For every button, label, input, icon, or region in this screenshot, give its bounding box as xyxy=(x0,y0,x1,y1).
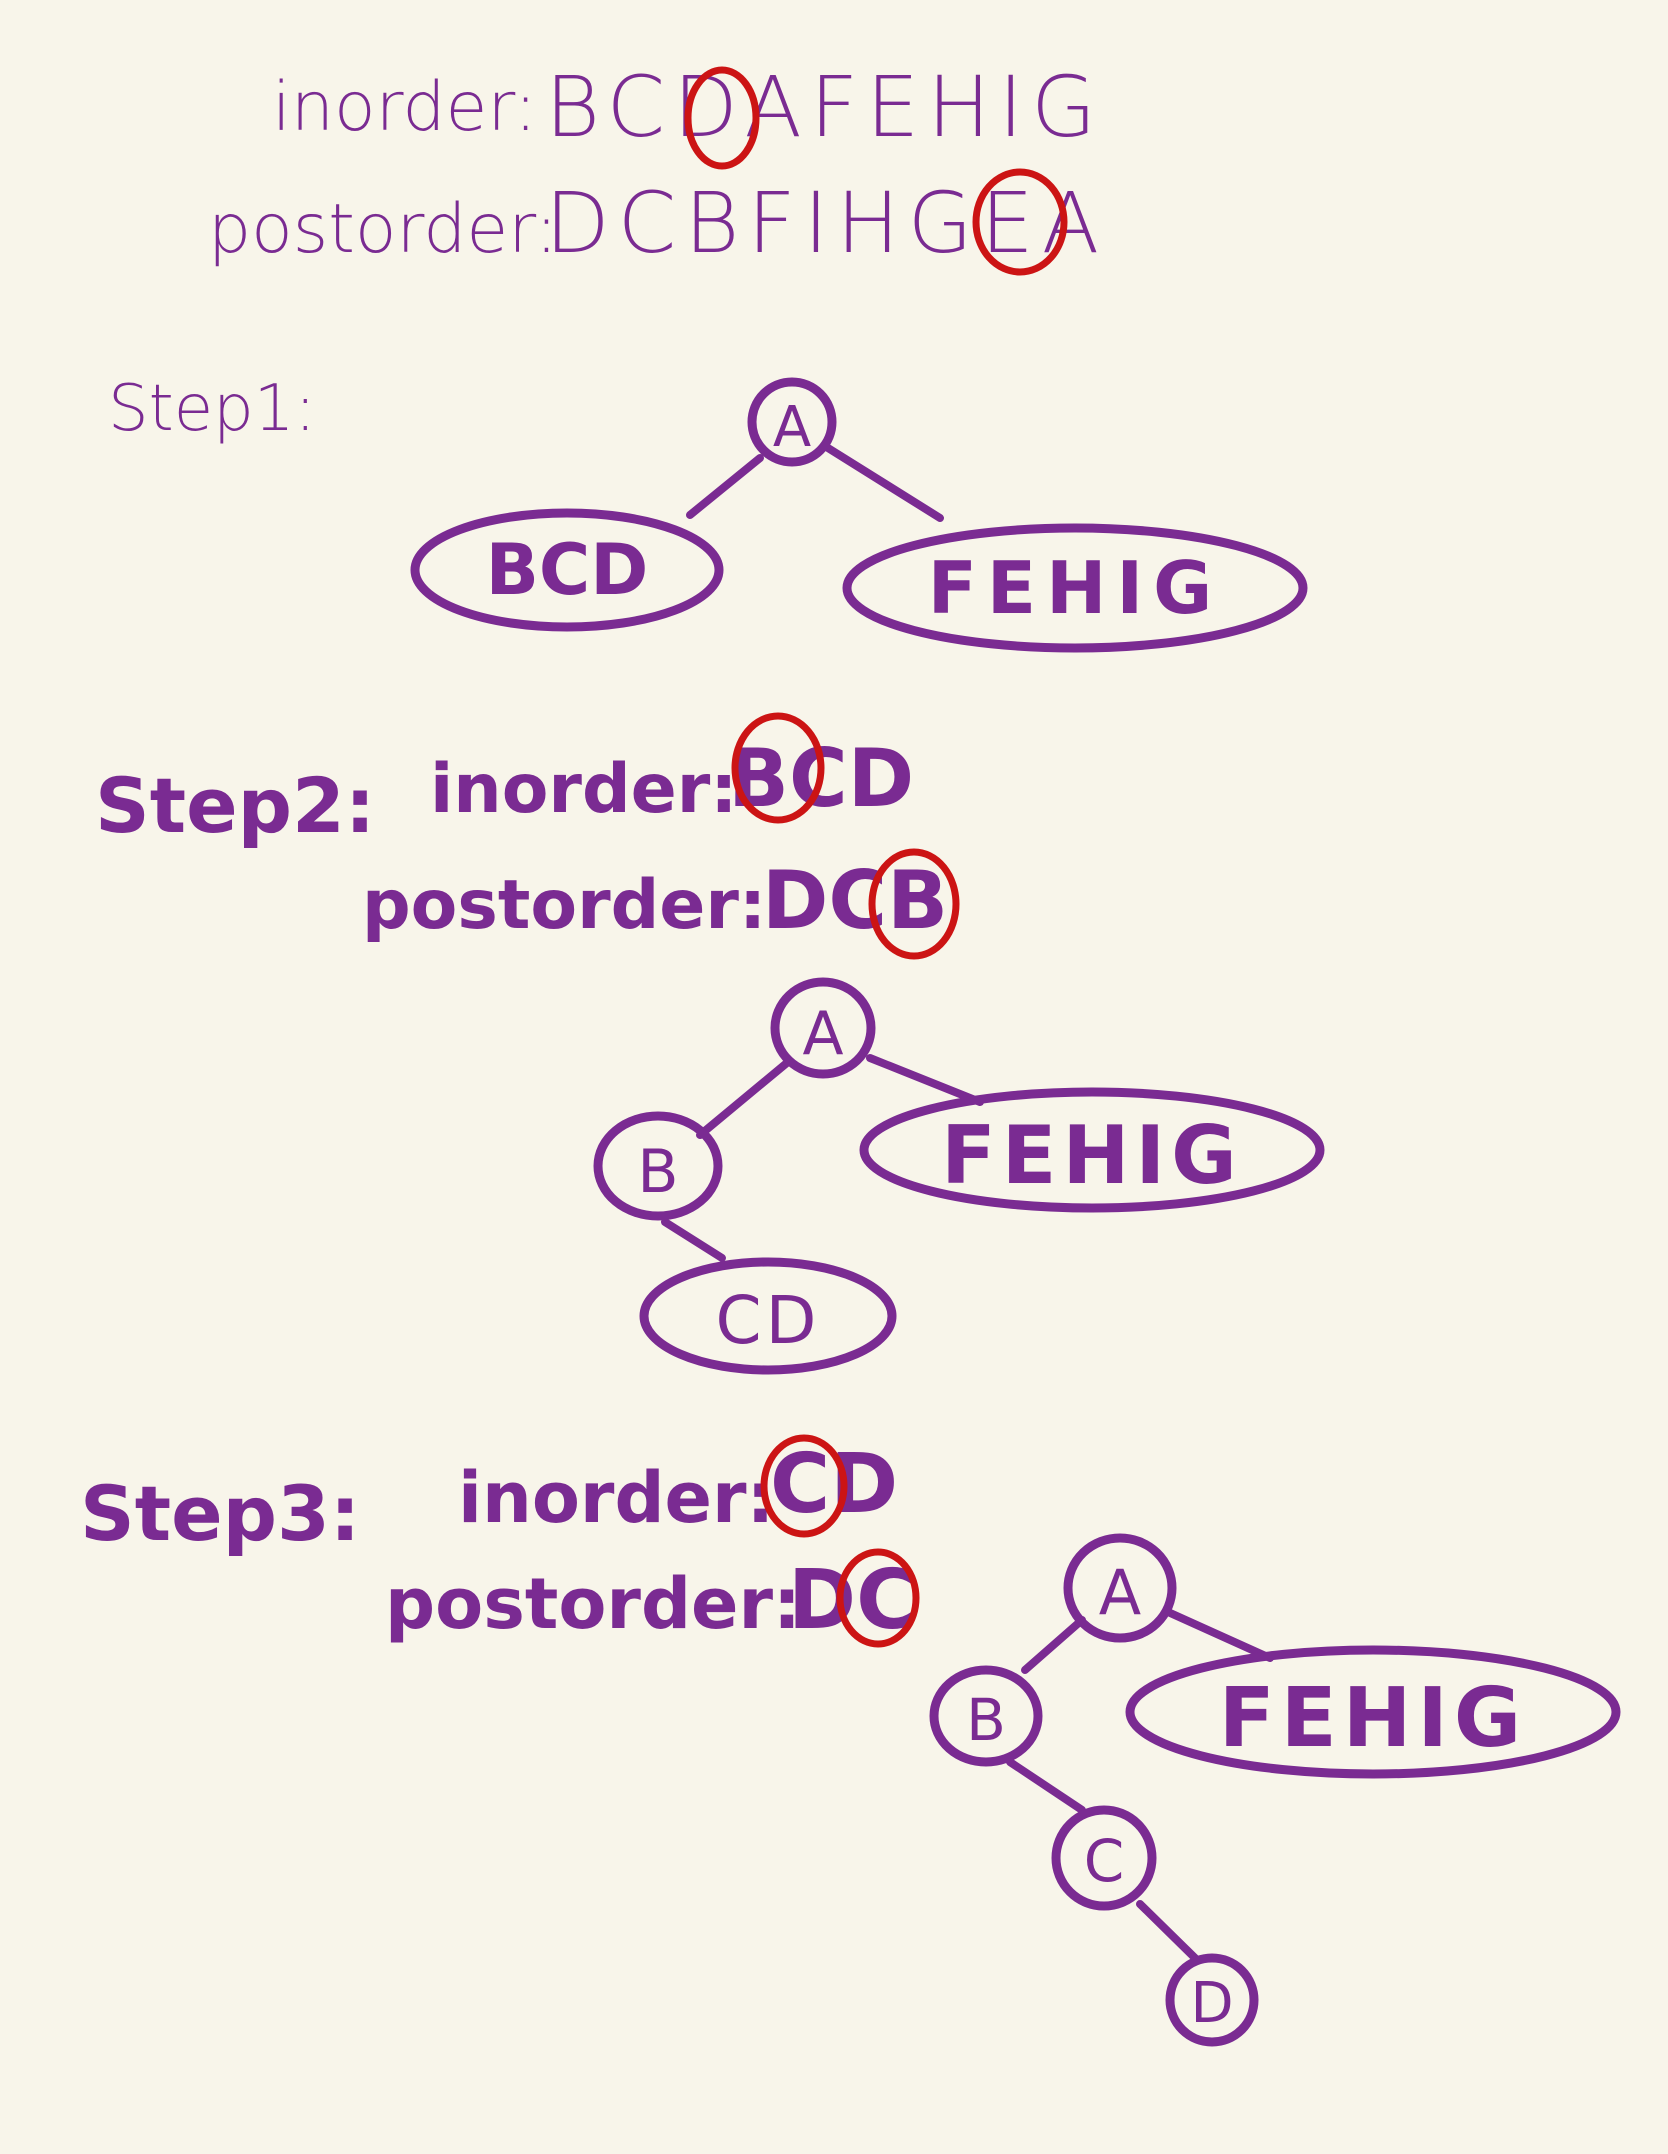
step3-edge-c-d xyxy=(1136,1900,1199,1962)
step2-section: Step2: inorder: BCD postorder: DCB A B F… xyxy=(95,712,1325,1375)
step1-edge-left xyxy=(686,454,764,519)
step2-node-right-label: FEHIG xyxy=(941,1109,1243,1202)
step3-node-right-label: FEHIG xyxy=(1219,1671,1527,1766)
step2-node-right xyxy=(859,1087,1325,1213)
step3-node-c-label: C xyxy=(1084,1827,1125,1895)
step3-node-root xyxy=(1063,1533,1177,1643)
header-postorder-label: postorder: xyxy=(208,190,558,269)
header-postorder-root-highlight xyxy=(972,168,1068,276)
step3-node-d-label: D xyxy=(1190,1971,1233,2036)
step2-title: Step2: xyxy=(95,761,375,850)
step3-title: Step3: xyxy=(80,1469,360,1558)
step1-node-left xyxy=(410,508,724,632)
step1-node-right xyxy=(842,523,1308,653)
header-inorder-root-highlight xyxy=(684,66,760,170)
header-postorder-sequence: DCBFIHGEA xyxy=(545,174,1107,272)
step2-node-cd-label: CD xyxy=(716,1282,821,1359)
step3-edge-root-right xyxy=(1164,1608,1274,1662)
step1-node-root xyxy=(747,377,837,467)
step1-node-right-label: FEHIG xyxy=(928,546,1223,630)
step3-node-right xyxy=(1125,1645,1621,1779)
step1-title: Step1: xyxy=(108,372,316,446)
step3-node-root-label: A xyxy=(1099,1556,1141,1629)
step2-node-b-label: B xyxy=(637,1137,678,1207)
step2-postorder-root-highlight xyxy=(868,848,960,960)
header-inorder-label: inorder: xyxy=(272,68,537,147)
step2-edge-root-b xyxy=(696,1058,792,1139)
step1-section: Step1: A BCD FEHIG xyxy=(108,372,1308,653)
step2-inorder-label: inorder: xyxy=(430,750,738,829)
step2-postorder-sequence: DCB xyxy=(762,854,948,947)
step2-postorder-label: postorder: xyxy=(362,866,766,945)
step2-edge-root-right xyxy=(866,1054,984,1106)
step1-node-left-label: BCD xyxy=(486,529,649,611)
step3-postorder-label: postorder: xyxy=(385,1563,801,1645)
step1-node-root-label: A xyxy=(773,395,811,460)
step2-node-b xyxy=(593,1111,723,1221)
step2-inorder-root-highlight xyxy=(731,712,825,824)
step3-edge-root-b xyxy=(1021,1616,1086,1674)
step3-node-c xyxy=(1051,1805,1157,1911)
step3-node-b xyxy=(929,1665,1043,1767)
step2-node-root xyxy=(770,977,876,1079)
step2-node-cd xyxy=(639,1257,897,1375)
step3-edge-b-c xyxy=(1006,1758,1086,1814)
step3-inorder-label: inorder: xyxy=(458,1457,775,1539)
step3-section: Step3: inorder: CD postorder: DC A B FEH… xyxy=(80,1434,1621,2047)
step3-node-b-label: B xyxy=(966,1686,1006,1754)
step2-edge-b-cd xyxy=(661,1218,726,1262)
step1-edge-right xyxy=(824,444,944,522)
header-traversals: inorder: BCDAFEHIG postorder: DCBFIHGEA xyxy=(208,58,1107,276)
step3-postorder-root-highlight xyxy=(836,1548,920,1648)
step2-node-root-label: A xyxy=(802,999,843,1069)
header-inorder-sequence: BCDAFEHIG xyxy=(545,58,1104,156)
step3-inorder-root-highlight xyxy=(760,1434,848,1538)
step3-node-d xyxy=(1165,1953,1259,2047)
